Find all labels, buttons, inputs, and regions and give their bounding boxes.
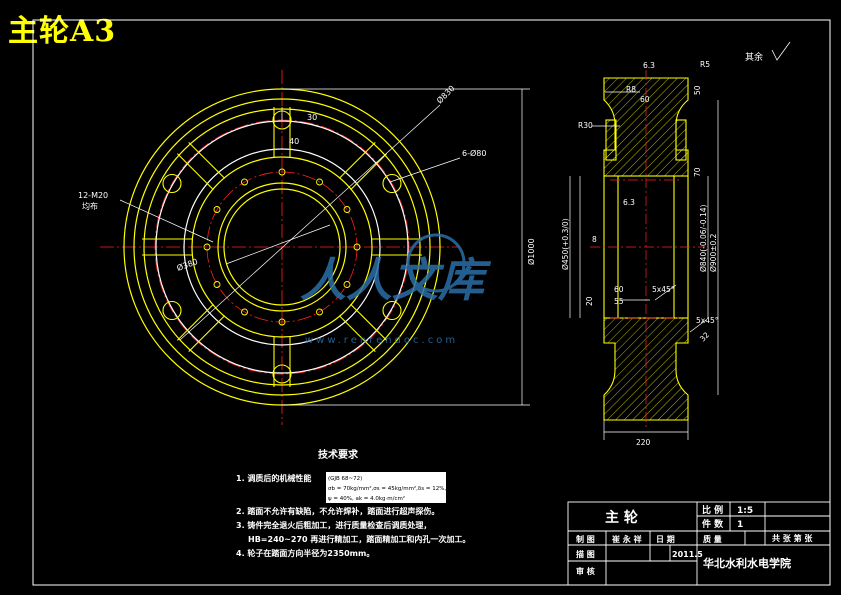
tech-heading: 技术要求 — [318, 448, 359, 461]
section-rim-bottom — [603, 317, 689, 421]
dim-thread-1: 12-M20 — [78, 191, 108, 200]
spec-1: (GJB 68~72) — [328, 476, 362, 482]
spec-3: ψ = 40%, ak = 4.0kg·m/cm² — [328, 495, 405, 502]
roughness-icon — [771, 41, 791, 61]
tech-line-4: 4. 轮子在踏面方向半径为2350mm。 — [236, 548, 374, 558]
front-dim-lines — [119, 88, 530, 406]
tech-requirements: 技术要求 1. 调质后的机械性能 (GJB 68~72) σb = 70kg/m… — [236, 448, 470, 558]
qty-value: 1 — [737, 520, 743, 530]
dim-d840: Ø840(-0.06/-0.14) — [699, 205, 708, 272]
traced-label: 描 图 — [576, 549, 595, 559]
dim-d830: Ø830 — [434, 83, 456, 105]
dim-50: 50 — [693, 85, 702, 95]
watermark: 人人文库 www.renrendoc.com — [300, 233, 492, 346]
tech-line-3: 3. 铸件完全退火后粗加工，进行质量检查后调质处理， — [236, 520, 431, 530]
dim-r8: R8 — [626, 85, 636, 94]
dim-rib-thickness: 40 — [289, 137, 299, 146]
spec-2: σb = 70kg/mm²,σs = 45kg/mm²,δs = 12%, — [328, 485, 446, 492]
dim-55: 55 — [614, 297, 624, 306]
date-label: 日 期 — [656, 534, 675, 544]
dim-r30: R30 — [578, 121, 593, 130]
dim-32: 32 — [698, 330, 711, 343]
dim-holes: 6-Ø80 — [462, 148, 486, 158]
section-view: R5 R8 R30 6.3 60 50 70 6.3 8 Ø450(+0.3/0… — [561, 60, 719, 447]
drawn-label: 制 图 — [576, 534, 595, 544]
front-center-lines — [100, 70, 460, 425]
dim-6-3a: 6.3 — [643, 61, 655, 70]
scale-label: 比 例 — [702, 504, 723, 516]
dim-thread-2: 均布 — [82, 201, 98, 211]
surface-mark-label: 其余 — [745, 51, 763, 63]
checked-label: 审 核 — [576, 566, 595, 576]
dim-6-3b: 6.3 — [623, 198, 635, 207]
watermark-text: 人人文库 — [300, 253, 492, 307]
tech-line-3b: HB=240~270 再进行精加工，踏面精加工和内孔一次加工。 — [248, 534, 470, 544]
drawing-frame — [32, 19, 831, 586]
front-view: Ø830 6-Ø80 Ø1000 Ø380 12-M20 均布 30 40 — [78, 70, 536, 425]
front-outline — [123, 88, 441, 406]
dim-20: 20 — [585, 296, 594, 306]
sheet-label: 共 张 第 张 — [772, 533, 813, 543]
dim-d1000: Ø1000 — [526, 238, 536, 265]
mass-label: 质 量 — [703, 534, 722, 544]
dim-d900: Ø900±0.2 — [709, 233, 718, 272]
dim-d450: Ø450(+0.3/0) — [561, 218, 570, 270]
dim-rib-width: 30 — [307, 113, 317, 122]
front-bolt-holes — [203, 168, 361, 326]
dim-8: 8 — [592, 235, 597, 244]
dim-60a: 60 — [640, 95, 650, 104]
dim-chamfer-2: 5x45° — [696, 316, 719, 325]
qty-label: 件 数 — [702, 518, 724, 530]
date-value: 2011.5 — [672, 550, 703, 559]
dim-60c: 60 — [614, 285, 624, 294]
watermark-url: www.renrendoc.com — [305, 335, 458, 346]
dim-70: 70 — [693, 167, 702, 177]
section-center-lines — [590, 70, 705, 430]
drawn-name: 崔 永 祥 — [611, 534, 642, 544]
title-block: 主 轮 比 例 1:5 件 数 1 共 张 第 张 制 图 崔 永 祥 日 期 … — [567, 501, 831, 586]
part-name: 主 轮 — [605, 509, 638, 526]
dim-chamfer-1: 5x45° — [652, 285, 675, 294]
tech-line-2: 2. 踏面不允许有缺陷，不允许焊补，踏面进行超声探伤。 — [236, 506, 439, 516]
dim-r5: R5 — [700, 60, 710, 69]
school-name: 华北水利水电学院 — [703, 556, 791, 570]
section-dim-lines — [569, 91, 719, 440]
dim-220: 220 — [636, 438, 651, 447]
spec-box — [326, 472, 446, 503]
tech-line-1: 1. 调质后的机械性能 — [236, 473, 311, 483]
scale-value: 1:5 — [737, 506, 753, 516]
